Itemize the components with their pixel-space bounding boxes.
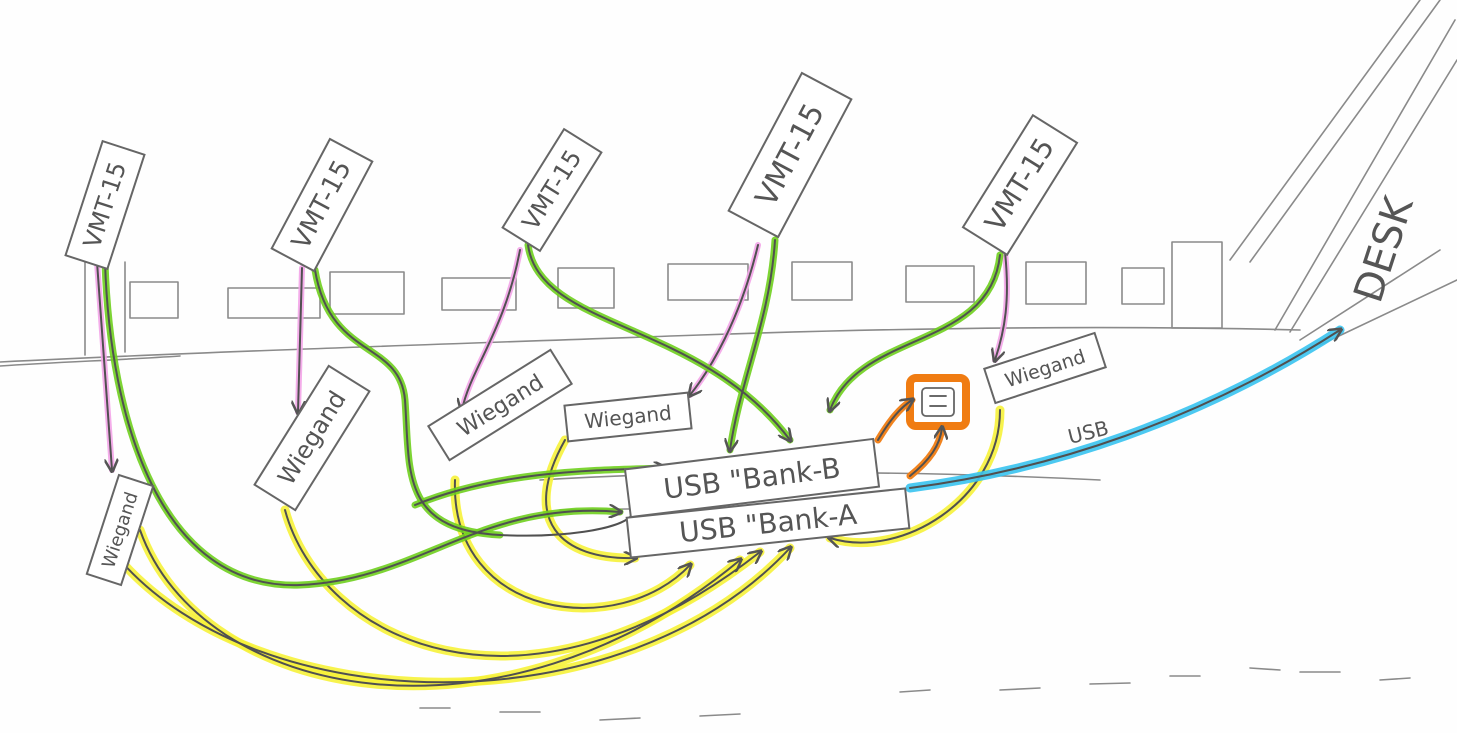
reader-tag-1: VMT-15	[64, 139, 146, 271]
wiegand-tag-2: Wiegand	[253, 364, 371, 512]
wiegand-tag-3: Wiegand	[426, 348, 574, 462]
reader-tags: VMT-15 VMT-15 VMT-15 VMT-15 VMT-15	[64, 71, 1079, 273]
usb-link: USB	[905, 325, 1340, 493]
desk-label: DESK	[1346, 190, 1424, 308]
pink-links	[94, 242, 1010, 470]
wiegand-tag-5: Wiegand	[983, 331, 1107, 405]
reader-tag-4: VMT-15	[727, 71, 853, 239]
usb-banks: USB "Bank-B USB "Bank-A	[623, 437, 911, 559]
reader-tag-2: VMT-15	[270, 137, 374, 273]
usb-bank-b: USB "Bank-B	[623, 437, 881, 519]
reader-tag-5: VMT-15	[961, 113, 1079, 257]
reader-tag-3: VMT-15	[501, 127, 603, 253]
yellow-links	[115, 405, 1005, 691]
desk-area: DESK	[1346, 190, 1424, 308]
wiegand-tag-4: Wiegand	[563, 391, 693, 443]
wiegand-tags: Wiegand Wiegand Wiegand Wiegand Wiegand	[85, 331, 1107, 587]
hub-device	[874, 374, 970, 480]
